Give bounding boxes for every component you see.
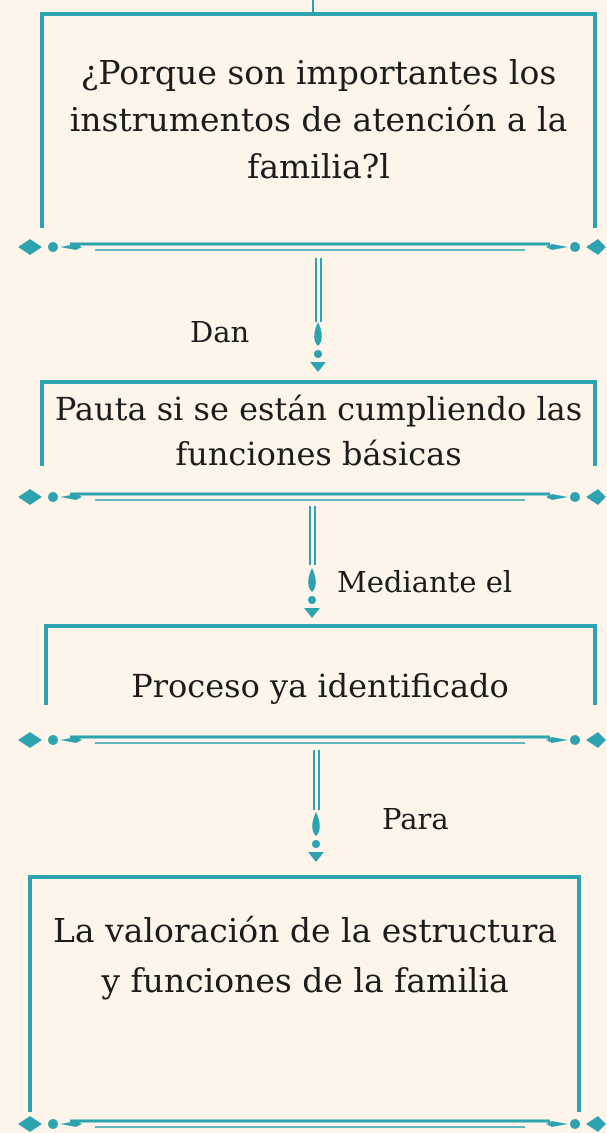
box-pauta — [40, 380, 597, 466]
box-valoracion-text: La valoración de la estructura y funcion… — [53, 911, 557, 1000]
divider-2 — [18, 489, 606, 505]
divider-1 — [18, 239, 606, 255]
connector-3 — [313, 750, 320, 810]
box-pauta-text: Pauta si se están cumpliendo las funcion… — [54, 390, 583, 474]
box-valoracion — [28, 875, 581, 1112]
connector-2 — [309, 506, 316, 565]
divider-4 — [18, 1116, 606, 1132]
box-proceso-text: Proceso ya identificado — [131, 667, 509, 705]
connector-label-mediante-el: Mediante el — [337, 565, 513, 599]
box-question-text: ¿Porque son importantes los instrumentos… — [69, 53, 568, 186]
connector-label-dan: Dan — [190, 315, 250, 349]
connector-ornament-1 — [310, 322, 326, 372]
connector-ornament-3 — [308, 812, 324, 862]
divider-3 — [18, 732, 606, 748]
box-question — [40, 12, 597, 228]
box-proceso — [44, 624, 597, 705]
connector-1 — [315, 258, 322, 322]
connector-label-para: Para — [382, 802, 449, 836]
connector-ornament-2 — [304, 568, 320, 618]
